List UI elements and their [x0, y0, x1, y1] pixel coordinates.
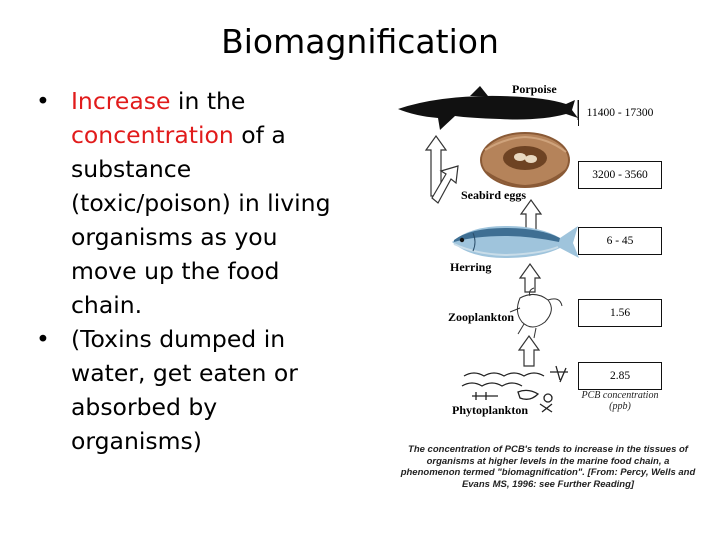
concentration-box-seabird-eggs: 3200 - 3560 — [578, 161, 662, 189]
concentration-box-herring: 6 - 45 — [578, 227, 662, 255]
concentration-box-zooplankton: 1.56 — [578, 299, 662, 327]
arrow-up-icon — [520, 264, 540, 292]
organism-label-seabird-eggs: Seabird eggs — [461, 188, 526, 203]
organism-label-porpoise: Porpoise — [512, 82, 557, 97]
fish-icon — [452, 226, 579, 258]
unit-label: PCB concentration (ppb) — [578, 390, 662, 412]
concentration-box-phytoplankton: 2.85 — [578, 362, 662, 390]
figure-caption: The concentration of PCB's tends to incr… — [398, 444, 698, 490]
arrow-up-icon — [521, 200, 541, 230]
arrow-up-icon — [519, 336, 539, 366]
organism-label-zooplankton: Zooplankton — [448, 310, 514, 325]
zooplankton-icon — [510, 288, 562, 338]
organism-label-phytoplankton: Phytoplankton — [452, 403, 528, 418]
concentration-box-porpoise: 11400 - 17300 — [578, 100, 661, 126]
organism-label-herring: Herring — [450, 260, 491, 275]
nest-eggs-icon — [481, 133, 569, 187]
